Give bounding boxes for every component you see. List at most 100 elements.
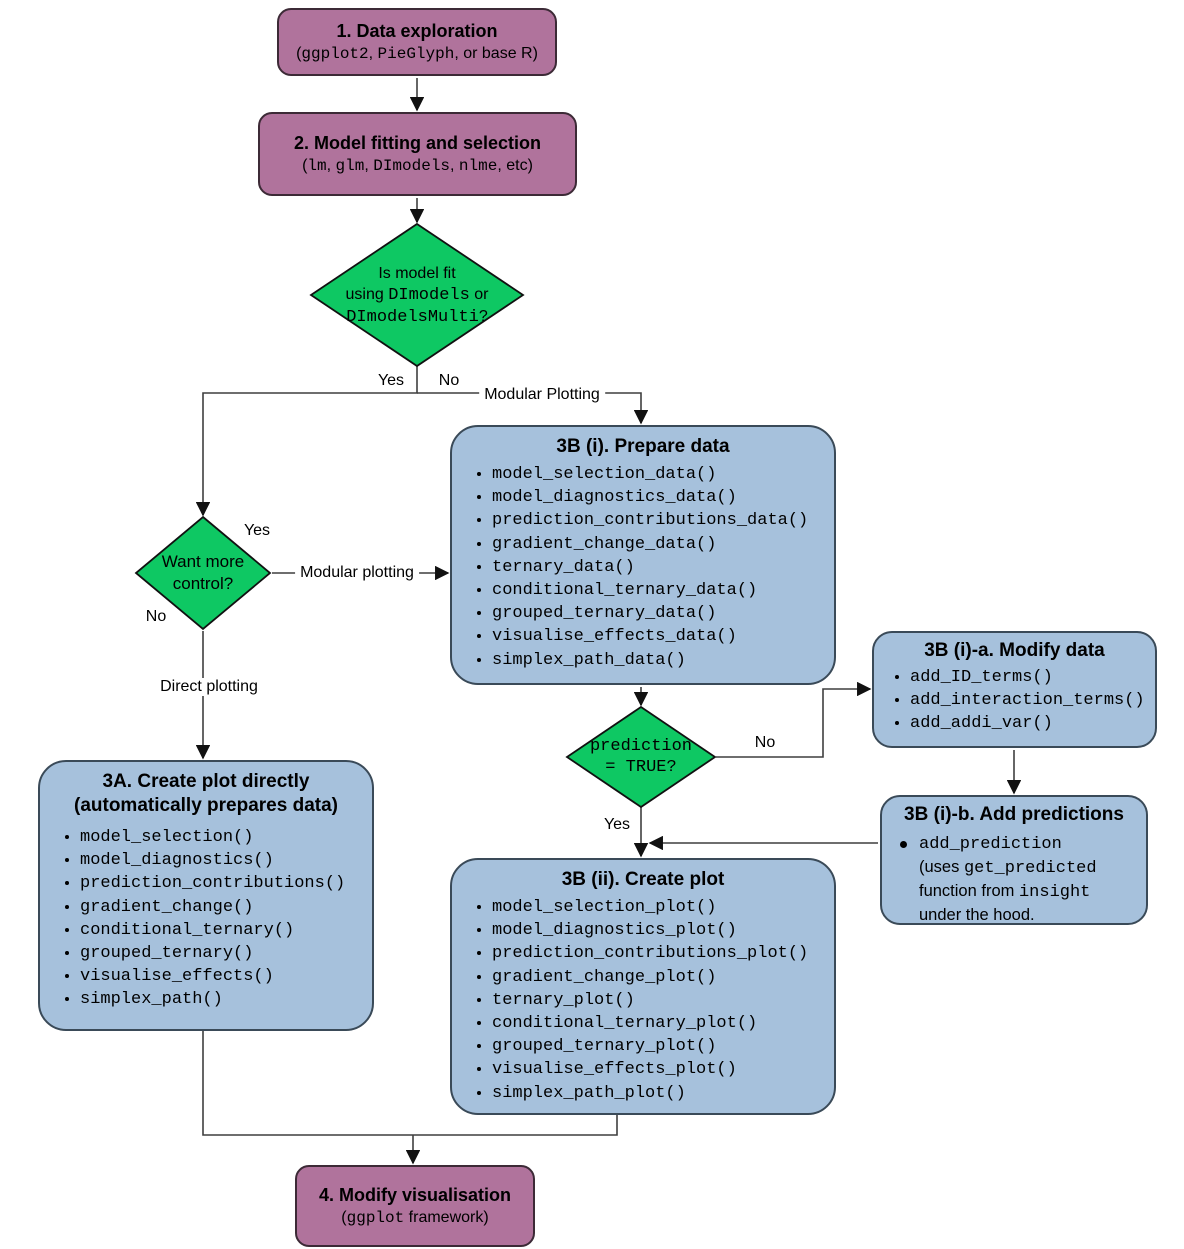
subtitle-text: framework) bbox=[404, 1208, 489, 1226]
subtitle-text: , bbox=[368, 44, 378, 62]
function-list-item: simplex_path_data() bbox=[492, 649, 834, 672]
node-subtitle: (ggplot framework) bbox=[341, 1207, 488, 1229]
function-list-item: model_selection_plot() bbox=[492, 896, 834, 919]
package-name: ggplot2 bbox=[301, 44, 369, 63]
function-list-item: conditional_ternary_plot() bbox=[492, 1012, 834, 1035]
subtitle-text: , bbox=[364, 156, 374, 174]
function-list-item: add_ID_terms() bbox=[910, 666, 1155, 689]
decision2-text: Want more control? bbox=[136, 517, 270, 629]
label-yes-decision1: Yes bbox=[377, 372, 405, 389]
function-list-item: model_diagnostics_data() bbox=[492, 486, 834, 509]
package-name: DImodels bbox=[388, 285, 470, 305]
function-list-item: prediction_contributions_plot() bbox=[492, 942, 834, 965]
function-list-item: grouped_ternary() bbox=[80, 942, 372, 965]
node-title: 3A. Create plot directly bbox=[102, 771, 310, 792]
function-list-item: visualise_effects() bbox=[80, 965, 372, 988]
function-list: model_selection()model_diagnostics()pred… bbox=[40, 826, 372, 1012]
decision3-text: prediction = TRUE? bbox=[567, 707, 715, 807]
label-modular-plotting-top: Modular Plotting bbox=[479, 386, 605, 404]
function-name: add_prediction bbox=[919, 835, 1062, 854]
node-data-exploration: 1. Data exploration (ggplot2, PieGlyph, … bbox=[277, 8, 557, 76]
subtitle-text: ( bbox=[341, 1208, 347, 1226]
function-list-item: gradient_change() bbox=[80, 896, 372, 919]
node-title: 3B (i)-a. Modify data bbox=[924, 640, 1105, 661]
decision3-line1: prediction bbox=[589, 737, 693, 756]
subtitle-text: , bbox=[450, 156, 459, 174]
subtitle-text: ( bbox=[302, 156, 308, 174]
label-no-decision3: No bbox=[754, 734, 776, 751]
function-list-item: add_interaction_terms() bbox=[910, 689, 1155, 712]
node-title: 4. Modify visualisation bbox=[318, 1184, 512, 1205]
bullet-note: (uses bbox=[919, 858, 964, 876]
label-yes-decision3: Yes bbox=[603, 816, 631, 833]
prediction-bullet: add_prediction (uses get_predicted funct… bbox=[896, 833, 1138, 928]
label-direct-plotting: Direct plotting bbox=[155, 678, 263, 696]
function-list-item: gradient_change_plot() bbox=[492, 966, 834, 989]
subtitle-text: , bbox=[326, 156, 336, 174]
function-list-item: prediction_contributions_data() bbox=[492, 509, 834, 532]
function-list-item: add_addi_var() bbox=[910, 712, 1155, 735]
package-name: glm bbox=[335, 156, 365, 175]
node-title: 1. Data exploration bbox=[336, 20, 498, 41]
decision2-diamond bbox=[134, 515, 272, 631]
decision3-diamond bbox=[565, 705, 717, 809]
function-list-item: model_selection() bbox=[80, 826, 372, 849]
node-modify-data: 3B (i)-a. Modify data add_ID_terms()add_… bbox=[872, 631, 1157, 748]
label-modular-plotting-left: Modular plotting bbox=[295, 564, 419, 582]
function-list-item: simplex_path() bbox=[80, 988, 372, 1011]
decision1-diamond bbox=[309, 222, 525, 368]
decision1-line1: Is model fit bbox=[378, 264, 456, 282]
function-list-item: ternary_data() bbox=[492, 556, 834, 579]
decision2-line2: control? bbox=[172, 574, 234, 593]
function-list-item: simplex_path_plot() bbox=[492, 1082, 834, 1105]
node-title-line2: (automatically prepares data) bbox=[74, 795, 338, 816]
bullet-note: function from bbox=[919, 882, 1019, 900]
node-title: 2. Model fitting and selection bbox=[293, 132, 542, 153]
decision-text: ? bbox=[478, 307, 488, 325]
decision-text: using bbox=[345, 285, 389, 303]
function-list-item: prediction_contributions() bbox=[80, 872, 372, 895]
package-name: nlme bbox=[458, 156, 498, 175]
package-name: lm bbox=[307, 156, 327, 175]
function-list-item: grouped_ternary_plot() bbox=[492, 1035, 834, 1058]
node-add-predictions: 3B (i)-b. Add predictions add_prediction… bbox=[880, 795, 1148, 925]
node-title: 3B (i)-b. Add predictions bbox=[904, 804, 1124, 825]
edge-decision1-yes bbox=[195, 366, 418, 517]
label-no-decision1: No bbox=[438, 372, 460, 389]
package-name: ggplot bbox=[346, 1208, 405, 1227]
decision1-line3: DImodelsMulti? bbox=[346, 306, 488, 328]
subtitle-text: ( bbox=[296, 44, 302, 62]
function-list-item: conditional_ternary_data() bbox=[492, 579, 834, 602]
node-subtitle: (lm, glm, DImodels, nlme, etc) bbox=[302, 155, 533, 177]
function-list-item: grouped_ternary_data() bbox=[492, 602, 834, 625]
bullet-text: add_prediction (uses get_predicted funct… bbox=[919, 833, 1097, 928]
function-list: add_ID_terms()add_interaction_terms()add… bbox=[874, 666, 1155, 736]
subtitle-text: , or base R) bbox=[454, 44, 538, 62]
package-name: DImodelsMulti bbox=[346, 307, 479, 327]
node-prepare-data: 3B (i). Prepare data model_selection_dat… bbox=[450, 425, 836, 685]
function-list: model_selection_plot()model_diagnostics_… bbox=[452, 896, 834, 1105]
decision3-line2: = TRUE? bbox=[605, 758, 677, 777]
label-no-decision2: No bbox=[145, 608, 167, 625]
subtitle-text: , etc) bbox=[497, 156, 533, 174]
function-list-item: conditional_ternary() bbox=[80, 919, 372, 942]
function-list-item: visualise_effects_plot() bbox=[492, 1058, 834, 1081]
function-list-item: model_selection_data() bbox=[492, 463, 834, 486]
package-name: DImodels bbox=[373, 156, 451, 175]
node-title: 3B (i). Prepare data bbox=[556, 436, 730, 457]
node-create-plot: 3B (ii). Create plot model_selection_plo… bbox=[450, 858, 836, 1115]
label-yes-decision2: Yes bbox=[243, 522, 271, 539]
decision-text: or bbox=[469, 285, 489, 303]
function-list-item: gradient_change_data() bbox=[492, 533, 834, 556]
bullet-dot bbox=[900, 841, 907, 848]
edge-bottom-merge bbox=[202, 1031, 618, 1136]
decision2-line1: Want more bbox=[161, 552, 245, 571]
function-list-item: model_diagnostics_plot() bbox=[492, 919, 834, 942]
package-name: PieGlyph bbox=[377, 44, 455, 63]
edge-decision3-no bbox=[716, 681, 872, 758]
package-name: insight bbox=[1018, 883, 1091, 902]
bullet-note: under the hood. bbox=[919, 906, 1035, 924]
node-title: 3B (ii). Create plot bbox=[561, 869, 725, 890]
